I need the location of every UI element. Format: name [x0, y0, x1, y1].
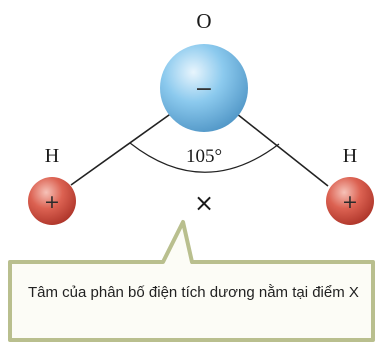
bond-angle-label: 105° [186, 146, 222, 167]
callout-box [8, 220, 375, 342]
oxygen-label: O [196, 9, 211, 33]
hydrogen-left-label: H [45, 145, 59, 167]
callout-text: Tâm của phân bố điện tích dương nằm tại … [28, 284, 359, 301]
oxygen-charge: − [195, 77, 213, 102]
hydrogen-right-label: H [343, 145, 357, 167]
oxygen-atom [160, 44, 248, 132]
hydrogen-right-charge: + [342, 191, 358, 213]
positive-charge-center-marker: × [194, 189, 214, 217]
hydrogen-atom-right [326, 177, 374, 225]
bond-angle-arc [129, 142, 280, 173]
hydrogen-left-charge: + [44, 191, 60, 213]
bond-right [231, 109, 329, 187]
bond-left [70, 109, 177, 186]
hydrogen-atom-left [28, 177, 76, 225]
